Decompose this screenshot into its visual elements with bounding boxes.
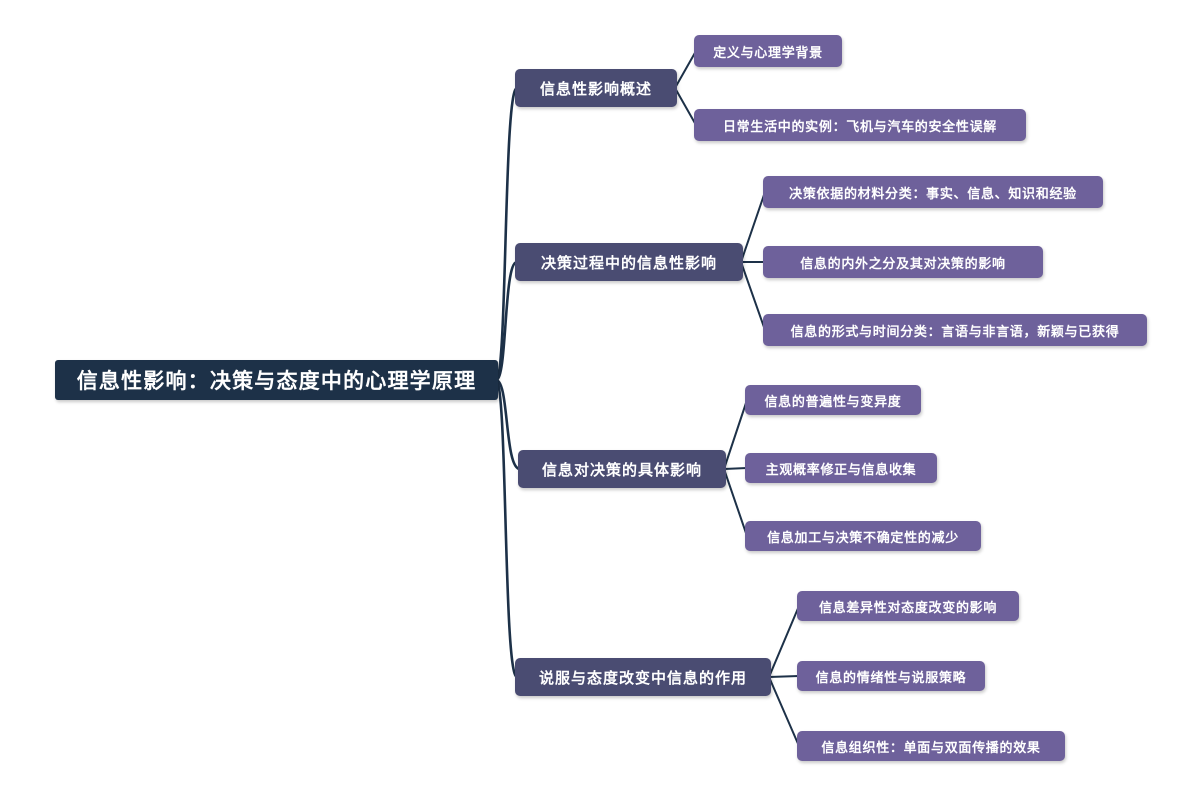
leaf-node-1-1[interactable]: 定义与心理学背景: [694, 35, 842, 67]
leaf-node-2-2[interactable]: 信息的内外之分及其对决策的影响: [763, 246, 1043, 278]
leaf-node-3-2[interactable]: 主观概率修正与信息收集: [745, 453, 937, 483]
leaf-node-3-3[interactable]: 信息加工与决策不确定性的减少: [745, 521, 981, 551]
leaf-node-2-3[interactable]: 信息的形式与时间分类：言语与非言语，新颖与已获得: [763, 314, 1147, 346]
leaf-node-3-1[interactable]: 信息的普遍性与变异度: [745, 385, 921, 415]
leaf-node-2-1[interactable]: 决策依据的材料分类：事实、信息、知识和经验: [763, 176, 1103, 208]
branch-node-3[interactable]: 信息对决策的具体影响: [518, 450, 726, 488]
leaf-node-4-2[interactable]: 信息的情绪性与说服策略: [797, 661, 985, 691]
leaf-node-4-1[interactable]: 信息差异性对态度改变的影响: [797, 591, 1019, 621]
branch-node-4[interactable]: 说服与态度改变中信息的作用: [515, 658, 771, 696]
leaf-node-1-2[interactable]: 日常生活中的实例：飞机与汽车的安全性误解: [694, 109, 1026, 141]
leaf-node-4-3[interactable]: 信息组织性：单面与双面传播的效果: [797, 731, 1065, 761]
branch-node-1[interactable]: 信息性影响概述: [515, 69, 677, 107]
root-node[interactable]: 信息性影响：决策与态度中的心理学原理: [55, 360, 498, 400]
branch-node-2[interactable]: 决策过程中的信息性影响: [515, 243, 743, 281]
